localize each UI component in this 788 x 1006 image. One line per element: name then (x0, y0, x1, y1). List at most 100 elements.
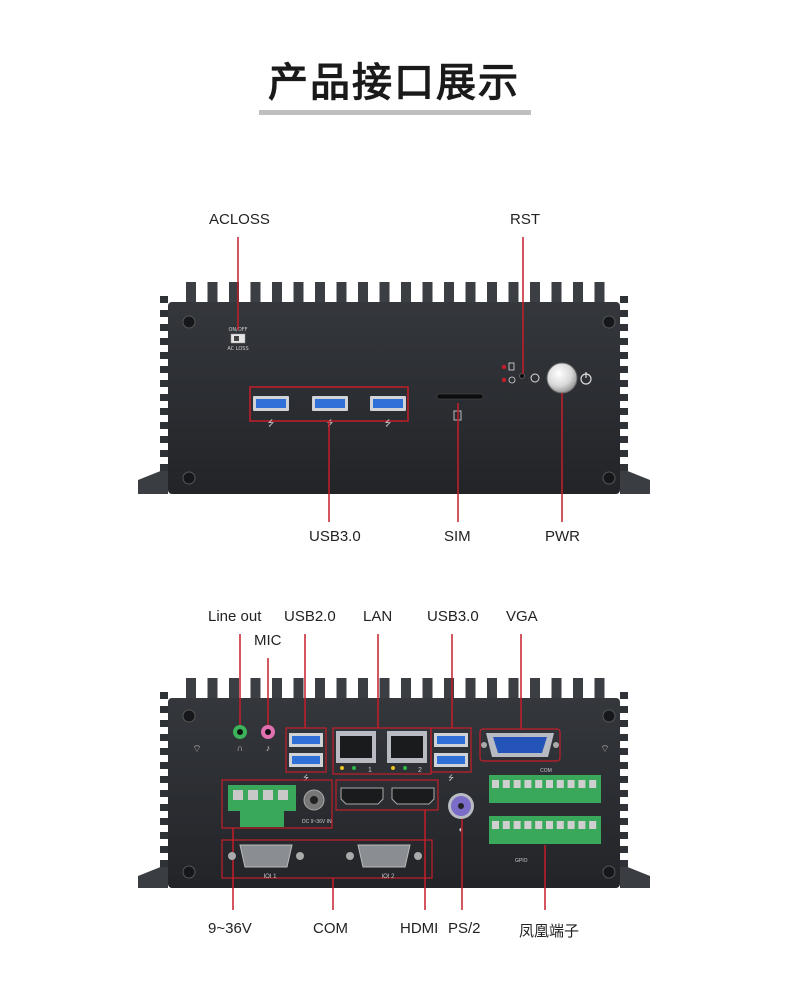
side-fin (160, 818, 168, 825)
terminal-screw (502, 780, 510, 788)
heatsink-fin (250, 678, 261, 700)
label-usb30-front: USB3.0 (309, 528, 361, 545)
heatsink-fin (229, 678, 239, 700)
usb-icon: ⭍ (327, 419, 334, 428)
side-fin (160, 422, 168, 429)
heatsink-fin (336, 282, 347, 304)
com2-silkscreen: IOI 2 (381, 874, 395, 880)
heatsink-fin (293, 282, 304, 304)
side-fin (160, 450, 168, 457)
side-fin (620, 692, 628, 699)
side-fin (620, 352, 628, 359)
side-fin (620, 776, 628, 783)
side-fin (620, 310, 628, 317)
label-line-out: Line out (208, 608, 262, 625)
side-fin (620, 450, 628, 457)
heatsink-fin (551, 678, 562, 700)
rear-usb30-ports[interactable]: ⭍ (430, 727, 472, 782)
usb-icon: ⭍ (448, 774, 454, 782)
hdmi-ports[interactable] (335, 779, 439, 811)
side-fin (160, 380, 168, 387)
phoenix-terminal-block[interactable]: COM GPIO (489, 768, 601, 864)
reset-icon (530, 373, 540, 383)
side-fin (620, 706, 628, 713)
heatsink-fin (186, 282, 196, 304)
com1-silkscreen: IOI 1 (263, 874, 277, 880)
heatsink-fin (401, 678, 411, 700)
power-led-icon (508, 376, 516, 384)
terminal-screw (535, 780, 543, 788)
heatsink-fin (508, 678, 519, 700)
label-acloss: ACLOSS (209, 211, 270, 228)
label-ps2: PS/2 (448, 920, 481, 937)
microphone-icon: ♪ (266, 743, 271, 753)
heatsink-fin (530, 678, 540, 700)
mic-jack[interactable]: ♪ (261, 725, 275, 753)
dc-power-input[interactable]: DC 9~36V IN (221, 779, 333, 829)
headphone-icon: ∩ (237, 743, 243, 753)
terminal-screw (524, 821, 532, 829)
vga-port[interactable] (479, 728, 561, 762)
lan-1-label: 1 (368, 767, 372, 774)
side-fin (160, 296, 168, 303)
label-usb30-rear: USB3.0 (427, 608, 479, 625)
heatsink-fin (551, 282, 562, 304)
heatsink-fin (379, 282, 390, 304)
terminal-screw (524, 780, 532, 788)
terminal-screw (589, 821, 597, 829)
label-hdmi: HDMI (400, 920, 439, 937)
usb-icon: ⭍ (303, 774, 309, 782)
terminal-screw (578, 821, 586, 829)
com-ports[interactable]: IOI 1 IOI 2 (221, 839, 433, 880)
dc-silkscreen: DC 9~36V IN (302, 819, 332, 825)
heatsink-fin (186, 678, 196, 700)
heatsink-fin (573, 282, 583, 304)
side-fin (160, 352, 168, 359)
side-fin (160, 464, 168, 471)
title-underline (259, 110, 531, 115)
side-fin (160, 804, 168, 811)
side-fin (620, 436, 628, 443)
ps2-port[interactable]: ◐ (448, 793, 474, 834)
heatsink-fin (465, 678, 476, 700)
side-fin (160, 338, 168, 345)
heatsink-fin (315, 678, 325, 700)
terminal-screw (578, 780, 586, 788)
terminal-screw (567, 780, 575, 788)
heatsink-fin (358, 678, 368, 700)
label-pwr: PWR (545, 528, 580, 545)
side-fin (620, 720, 628, 727)
terminal-screw (535, 821, 543, 829)
side-fin (620, 366, 628, 373)
reset-button[interactable] (501, 362, 540, 384)
front-usb30-ports[interactable]: ⭍ ⭍ ⭍ (249, 386, 409, 428)
acloss-switch[interactable] (230, 333, 246, 344)
heatsink-fin (444, 282, 454, 304)
rear-usb20-ports[interactable]: ⭍ (285, 727, 327, 782)
side-fin (620, 804, 628, 811)
terminal-screw (513, 821, 521, 829)
side-fin (160, 832, 168, 839)
hdd-led-icon (508, 362, 515, 371)
heatsink-fin (422, 282, 433, 304)
label-vga: VGA (506, 608, 538, 625)
side-fin (160, 366, 168, 373)
line-out-jack[interactable]: ∩ (233, 725, 247, 753)
heatsink-fin (573, 678, 583, 700)
terminal-screw (502, 821, 510, 829)
side-fin (160, 324, 168, 331)
side-fin (160, 860, 168, 867)
wifi-antenna-icon: ⌔ (192, 744, 201, 755)
heatsink-fin (315, 282, 325, 304)
heatsink-fin (336, 678, 347, 700)
side-fin (160, 436, 168, 443)
side-fin (620, 762, 628, 769)
side-fin (620, 380, 628, 387)
heatsink-fin (465, 282, 476, 304)
terminal-screw (492, 821, 499, 829)
side-fin (620, 422, 628, 429)
terminal-screw (513, 780, 521, 788)
usb-icon: ⭍ (268, 419, 275, 428)
terminal-screw (589, 780, 597, 788)
